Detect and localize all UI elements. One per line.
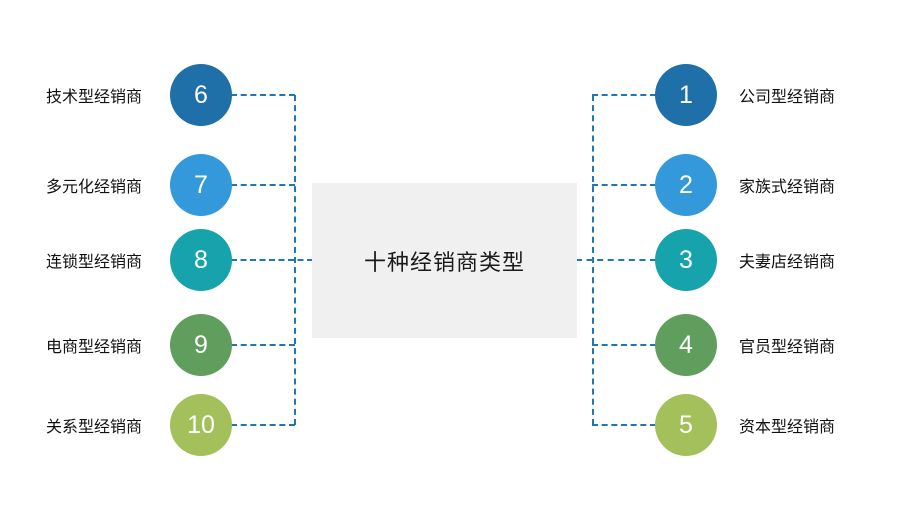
node-left-8[interactable]: 连锁型经销商 8 bbox=[20, 229, 232, 291]
connector-branch-right-1 bbox=[592, 94, 656, 96]
node-circle-8[interactable]: 8 bbox=[170, 229, 232, 291]
node-label-7: 多元化经销商 bbox=[45, 179, 142, 196]
node-circle-9[interactable]: 9 bbox=[170, 314, 232, 376]
node-label-3: 夫妻店经销商 bbox=[739, 254, 836, 271]
node-circle-3[interactable]: 3 bbox=[655, 229, 717, 291]
node-label-1: 公司型经销商 bbox=[739, 89, 836, 106]
node-label-4: 官员型经销商 bbox=[739, 339, 836, 356]
connector-branch-right-5 bbox=[592, 424, 656, 426]
node-circle-4[interactable]: 4 bbox=[655, 314, 717, 376]
center-title-text: 十种经销商类型 bbox=[363, 249, 525, 275]
node-label-2: 家族式经销商 bbox=[739, 179, 836, 196]
connector-branch-right-2 bbox=[592, 184, 656, 186]
connector-branch-right-4 bbox=[592, 344, 656, 346]
connector-branch-left-8 bbox=[231, 259, 313, 261]
node-right-4[interactable]: 4 官员型经销商 bbox=[655, 314, 890, 376]
node-label-9: 电商型经销商 bbox=[45, 339, 142, 356]
node-left-9[interactable]: 电商型经销商 9 bbox=[20, 314, 232, 376]
center-title-box: 十种经销商类型 bbox=[312, 183, 577, 338]
node-circle-1[interactable]: 1 bbox=[655, 64, 717, 126]
node-circle-7[interactable]: 7 bbox=[170, 154, 232, 216]
connector-branch-left-6 bbox=[231, 94, 295, 96]
node-circle-2[interactable]: 2 bbox=[655, 154, 717, 216]
connector-branch-left-9 bbox=[231, 344, 295, 346]
node-label-5: 资本型经销商 bbox=[739, 419, 836, 436]
node-left-7[interactable]: 多元化经销商 7 bbox=[20, 154, 232, 216]
node-right-1[interactable]: 1 公司型经销商 bbox=[655, 64, 890, 126]
node-right-2[interactable]: 2 家族式经销商 bbox=[655, 154, 890, 216]
node-label-10: 关系型经销商 bbox=[45, 419, 142, 436]
node-circle-5[interactable]: 5 bbox=[655, 394, 717, 456]
node-left-10[interactable]: 关系型经销商 10 bbox=[20, 394, 232, 456]
node-circle-10[interactable]: 10 bbox=[170, 394, 232, 456]
node-label-8: 连锁型经销商 bbox=[45, 254, 142, 271]
node-label-6: 技术型经销商 bbox=[45, 89, 142, 106]
node-right-3[interactable]: 3 夫妻店经销商 bbox=[655, 229, 890, 291]
connector-branch-right-3 bbox=[576, 259, 656, 261]
connector-branch-left-10 bbox=[231, 424, 295, 426]
node-right-5[interactable]: 5 资本型经销商 bbox=[655, 394, 890, 456]
node-left-6[interactable]: 技术型经销商 6 bbox=[20, 64, 232, 126]
node-circle-6[interactable]: 6 bbox=[170, 64, 232, 126]
connector-branch-left-7 bbox=[231, 184, 295, 186]
